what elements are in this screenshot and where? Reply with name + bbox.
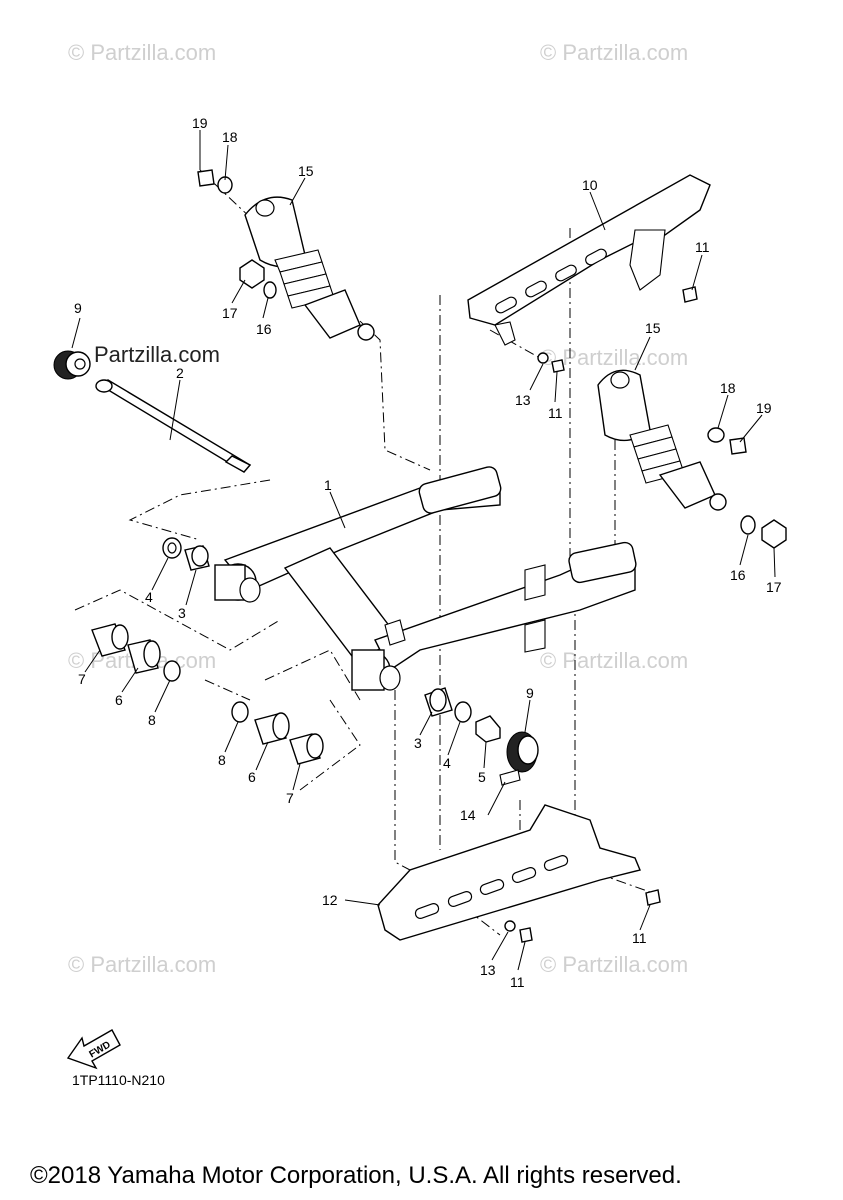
- callout-9: 9: [74, 300, 82, 316]
- swing-arm: [214, 466, 637, 691]
- callout-15: 15: [645, 320, 661, 336]
- callout-4: 4: [443, 755, 451, 771]
- watermark-mid-right-2: © Partzilla.com: [540, 648, 688, 673]
- leader-lines: [71, 130, 776, 971]
- callout-16: 16: [730, 567, 746, 583]
- pivot-shaft: [95, 379, 252, 473]
- callout-12: 12: [322, 892, 338, 908]
- chain-case-lower: [377, 769, 661, 943]
- callout-7: 7: [78, 671, 86, 687]
- callout-3: 3: [178, 605, 186, 621]
- callout-11: 11: [695, 239, 710, 255]
- callout-6: 6: [115, 692, 123, 708]
- shock-absorber-right: [597, 369, 787, 549]
- chain-case-upper: [467, 174, 711, 373]
- callout-15: 15: [298, 163, 314, 179]
- watermark-top-right: © Partzilla.com: [540, 40, 688, 65]
- callout-13: 13: [515, 392, 531, 408]
- callout-17: 17: [222, 305, 238, 321]
- watermark-dark: Partzilla.com: [94, 342, 220, 367]
- callout-8: 8: [218, 752, 226, 768]
- fwd-arrow: FWD: [66, 1029, 121, 1070]
- shock-absorber-left: [197, 169, 375, 341]
- callout-1: 1: [324, 477, 332, 493]
- callout-5: 5: [478, 769, 486, 785]
- callout-11: 11: [632, 930, 647, 946]
- callout-19: 19: [192, 115, 208, 131]
- copyright-notice: ©2018 Yamaha Motor Corporation, U.S.A. A…: [30, 1162, 682, 1189]
- callout-13: 13: [480, 962, 496, 978]
- watermark-bottom-right: © Partzilla.com: [540, 952, 688, 977]
- callout-4: 4: [145, 589, 153, 605]
- callout-8: 8: [148, 712, 156, 728]
- callout-7: 7: [286, 790, 294, 806]
- callout-18: 18: [222, 129, 238, 145]
- watermark-mid-right: © Partzilla.com: [540, 345, 688, 370]
- callout-16: 16: [256, 321, 272, 337]
- callout-10: 10: [582, 177, 598, 193]
- pivot-bearings-right: [231, 687, 539, 773]
- callouts: 19 18 15 17 16 9 2 10 11 13 11 15 18 19 …: [74, 115, 782, 990]
- callout-11: 11: [548, 405, 563, 421]
- callout-11: 11: [510, 974, 525, 990]
- callout-9: 9: [526, 685, 534, 701]
- cap-part-9-left: [53, 350, 91, 380]
- callout-14: 14: [460, 807, 476, 823]
- watermark-bottom-left: © Partzilla.com: [68, 952, 216, 977]
- diagram-code: 1TP1110-N210: [72, 1072, 165, 1088]
- pivot-bearings-left: [91, 537, 210, 682]
- callout-3: 3: [414, 735, 422, 751]
- callout-18: 18: [720, 380, 736, 396]
- callout-2: 2: [176, 365, 184, 381]
- watermark-top-left: © Partzilla.com: [68, 40, 216, 65]
- callout-17: 17: [766, 579, 782, 595]
- callout-19: 19: [756, 400, 772, 416]
- callout-6: 6: [248, 769, 256, 785]
